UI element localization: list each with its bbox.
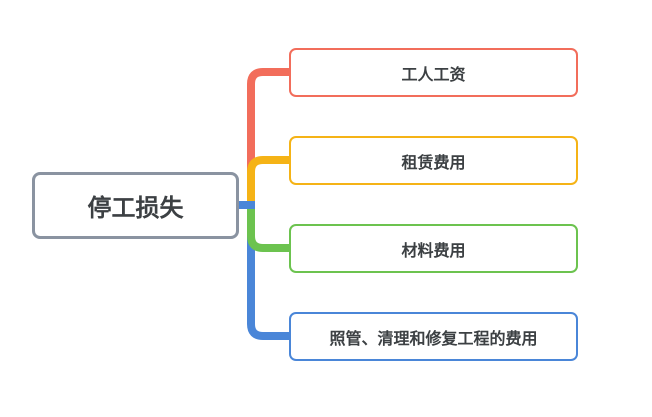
connector-wages [247,68,290,205]
connector-material-costs [247,205,290,252]
connector-care-cleanup-repair-costs [247,205,290,340]
branch-node-rental-fees[interactable]: 租赁费用 [289,136,578,185]
connector-rental-fees [247,156,290,205]
branch-node-wages[interactable]: 工人工资 [289,48,578,97]
branch-node-care-cleanup-repair-costs[interactable]: 照管、清理和修复工程的费用 [289,312,578,361]
branch-node-material-costs[interactable]: 材料费用 [289,224,578,273]
root-node[interactable]: 停工损失 [32,172,239,239]
